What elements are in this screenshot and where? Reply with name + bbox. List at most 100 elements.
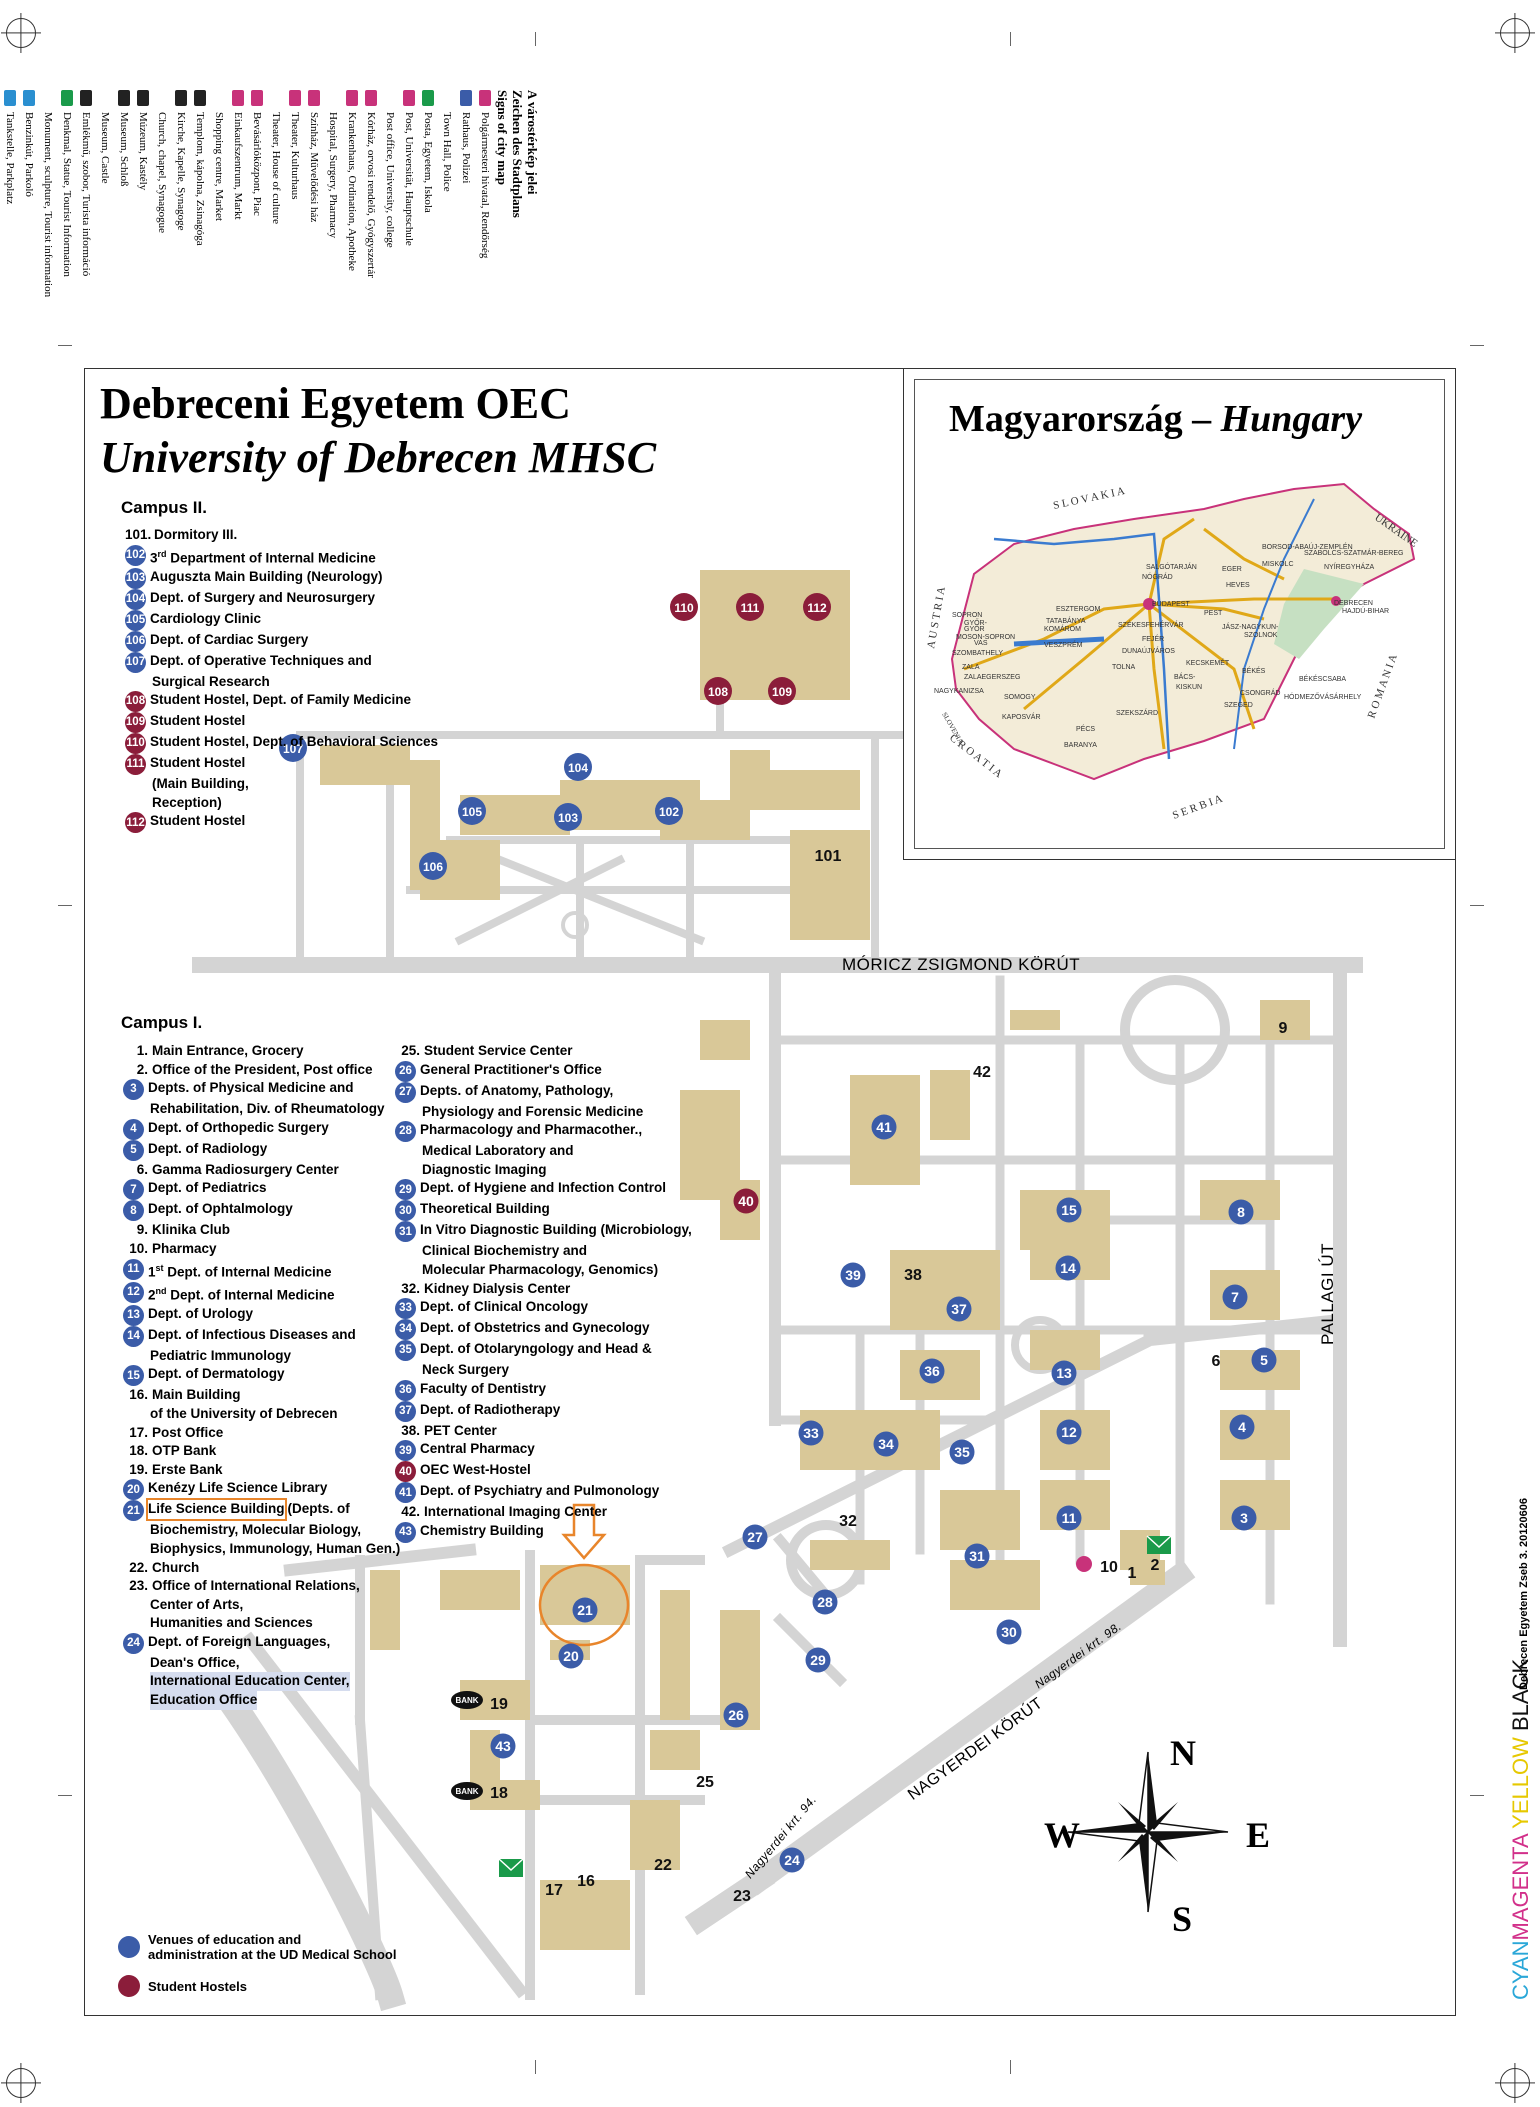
map-marker-19[interactable]: 19 [490,1696,508,1713]
map-marker-30[interactable]: 30 [996,1619,1022,1645]
inset-city-label: ZALA [962,664,980,671]
map-marker-111[interactable]: 111 [736,593,764,621]
map-marker-110[interactable]: 110 [670,593,698,621]
map-marker-33[interactable]: 33 [798,1420,824,1446]
map-marker-2[interactable]: 2 [1151,1557,1160,1574]
map-marker-23[interactable]: 23 [733,1888,751,1905]
map-marker-103[interactable]: 103 [554,803,582,831]
bank-label: BANK [455,1696,478,1705]
list-item: of the University of Debrecen [123,1405,400,1424]
list-number-badge: 33 [395,1298,416,1320]
map-marker-27[interactable]: 27 [742,1524,768,1550]
map-marker-5[interactable]: 5 [1251,1347,1277,1373]
map-marker-36[interactable]: 36 [919,1358,945,1384]
map-marker-22[interactable]: 22 [654,1857,672,1874]
list-item: 10.Pharmacy [123,1240,400,1259]
map-marker-12[interactable]: 12 [1056,1419,1082,1445]
list-item-label-extra: (Depts. of [287,1501,350,1517]
map-marker-101[interactable]: 101 [815,848,842,865]
map-marker-108[interactable]: 108 [704,677,732,705]
map-marker-28[interactable]: 28 [812,1589,838,1615]
inset-city-label: BARANYA [1064,742,1097,749]
map-marker-107[interactable]: 107 [279,734,307,762]
map-marker-34[interactable]: 34 [873,1431,899,1457]
map-marker-26[interactable]: 26 [723,1702,749,1728]
map-marker-15[interactable]: 15 [1056,1197,1082,1223]
map-marker-35[interactable]: 35 [949,1439,975,1465]
map-marker-17[interactable]: 17 [545,1882,563,1899]
map-marker-11[interactable]: 11 [1056,1505,1082,1531]
building [370,1570,400,1650]
list-number-badge: 34 [395,1319,416,1341]
inset-city-label: NYÍREGYHÁZA [1324,562,1375,571]
list-item-label: Student Hostel [150,813,246,829]
map-marker-9[interactable]: 9 [1279,1020,1288,1037]
map-marker-32[interactable]: 32 [839,1513,857,1530]
list-number-badge: 15 [123,1365,144,1387]
map-marker-label: 25 [696,1774,714,1791]
map-marker-8[interactable]: 8 [1228,1199,1254,1225]
map-marker-13[interactable]: 13 [1051,1360,1077,1386]
map-marker-102[interactable]: 102 [655,797,683,825]
map-marker-105[interactable]: 105 [458,797,486,825]
map-marker-4[interactable]: 4 [1229,1414,1255,1440]
map-marker-112[interactable]: 112 [803,593,831,621]
map-marker-39[interactable]: 39 [840,1262,866,1288]
map-marker-label: 17 [545,1882,563,1899]
map-marker-41[interactable]: 41 [871,1114,897,1140]
map-marker-106[interactable]: 106 [419,852,447,880]
map-marker-29[interactable]: 29 [805,1647,831,1673]
map-marker-37[interactable]: 37 [946,1296,972,1322]
map-marker-1[interactable]: 1 [1128,1565,1137,1582]
crop-tick [535,2060,537,2074]
map-marker-3[interactable]: 3 [1231,1505,1257,1531]
map-marker-label: 9 [1279,1020,1288,1037]
map-marker-circle [736,593,764,621]
list-item: Education Office [123,1691,400,1710]
inset-city-label: SALGÓTARJÁN [1146,562,1197,571]
map-marker-25[interactable]: 25 [696,1774,714,1791]
list-item-label: Theoretical Building [420,1201,550,1217]
map-marker-24[interactable]: 24 [779,1847,805,1873]
map-marker-6[interactable]: 6 [1212,1353,1221,1370]
map-marker-20[interactable]: 20 [558,1643,584,1669]
road-south [354,1532,848,2001]
building [320,745,410,785]
map-marker-10[interactable]: 10 [1100,1559,1118,1576]
inset-city-label: VAS [974,640,988,647]
hungary-map: SOPRONGYŐRMOSON-SOPRONGYŐR-TATABÁNYAKOMÁ… [925,482,1420,822]
list-item-label: Student Hostel [150,755,246,771]
map-marker-104[interactable]: 104 [564,753,592,781]
list-number-badge: 109 [125,712,146,734]
inset-city-label: NAGYKANIZSA [934,688,984,695]
map-marker-109[interactable]: 109 [768,677,796,705]
map-marker-7[interactable]: 7 [1222,1284,1248,1310]
list-item: 17.Post Office [123,1424,400,1443]
list-item-label: Cardiology Clinic [150,610,262,626]
list-item-label: International Imaging Center [424,1504,608,1520]
map-marker-21[interactable]: 21 [572,1597,598,1623]
list-number-badge: 110 [125,733,146,755]
key-red-dot [118,1975,140,1997]
map-marker-40[interactable]: 40 [733,1188,759,1214]
map-marker-42[interactable]: 42 [973,1064,991,1081]
inset-city-label: DEBRECEN [1334,600,1373,607]
building [890,1250,1000,1330]
map-marker-43[interactable]: 43 [490,1733,516,1759]
compass-east: E [1246,1815,1271,1855]
building [660,1590,690,1720]
map-marker-38[interactable]: 38 [904,1267,922,1284]
list-item-label: Molecular Pharmacology, Genomics) [422,1261,659,1277]
list-item-label: Dept. of Psychiatry and Pulmonology [420,1483,660,1499]
map-marker-16[interactable]: 16 [577,1873,595,1890]
list-item: Clinical Biochemistry and [395,1242,692,1261]
list-item-label: Biochemistry, Molecular Biology, [150,1522,362,1538]
map-marker-31[interactable]: 31 [964,1543,990,1569]
map-marker-18[interactable]: 18 [490,1785,508,1802]
map-marker-14[interactable]: 14 [1055,1255,1081,1281]
